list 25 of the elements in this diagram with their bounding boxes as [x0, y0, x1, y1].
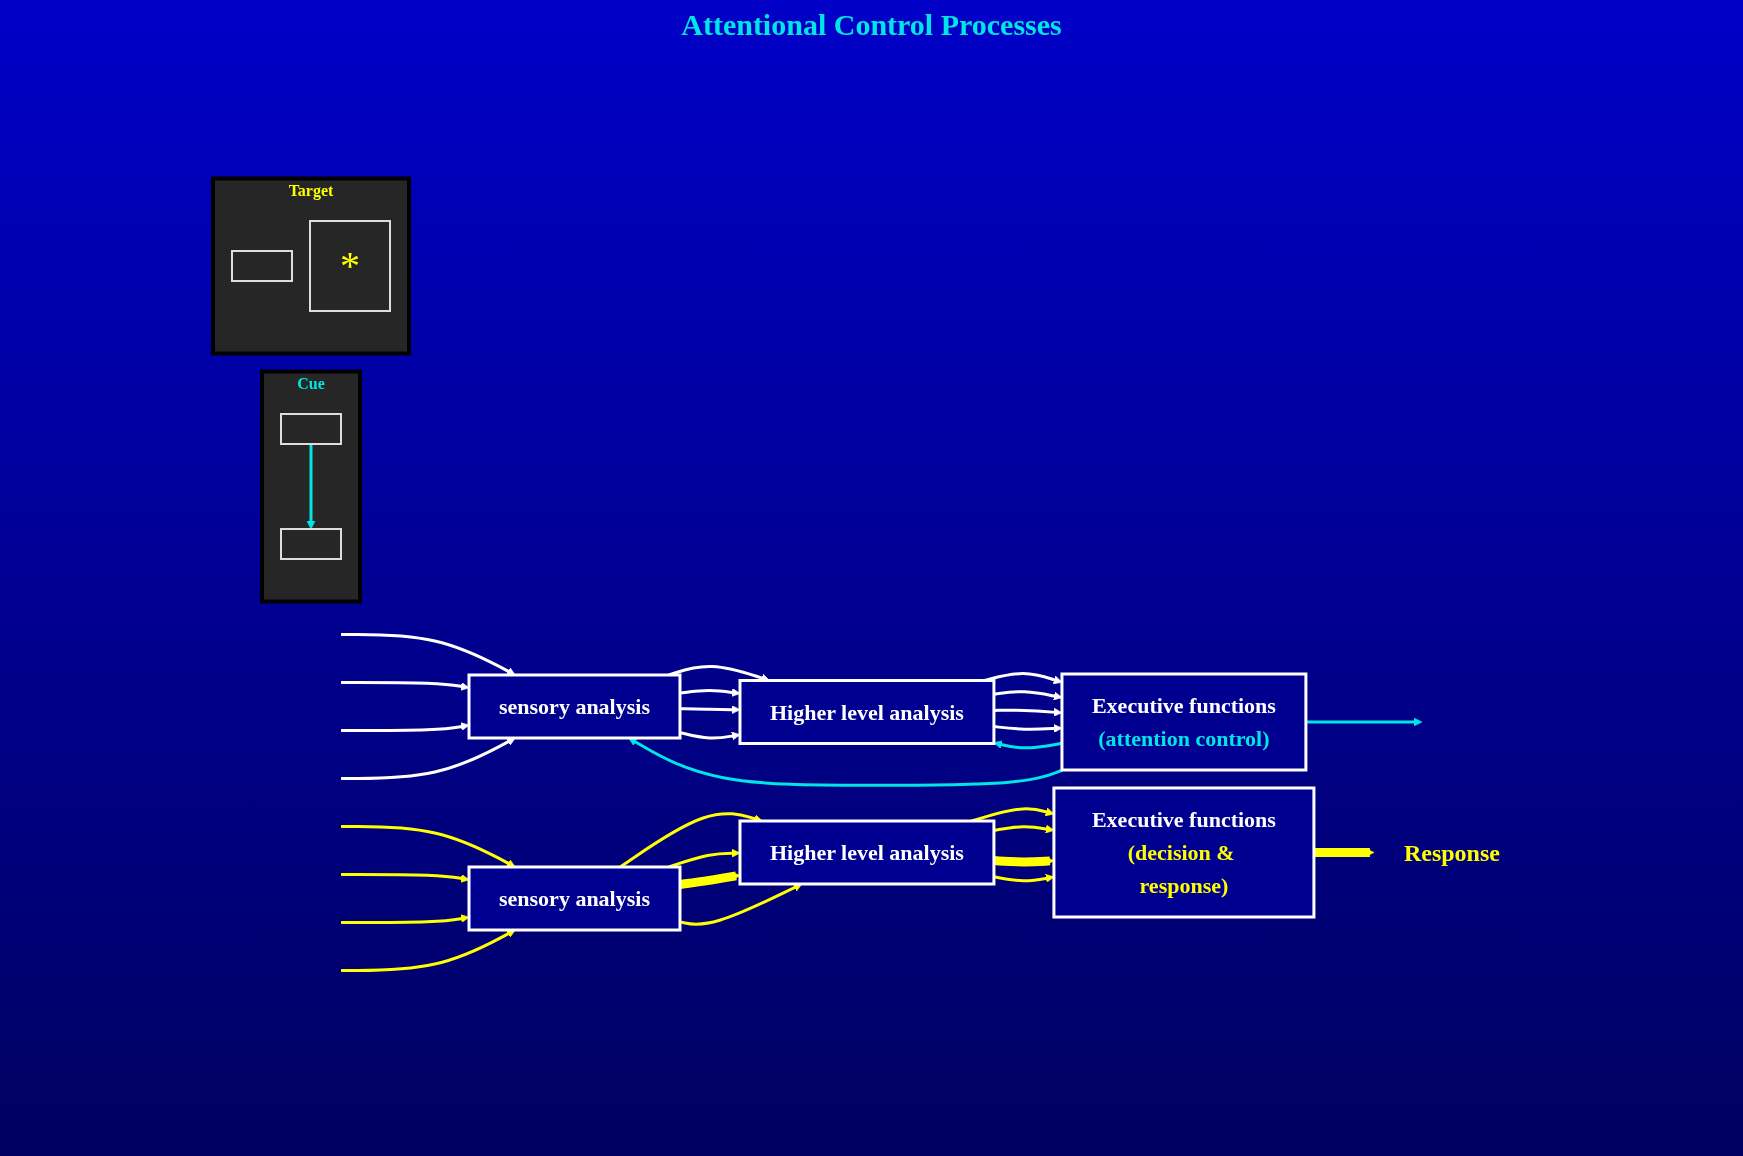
node-box — [280, 528, 343, 560]
node-text: Response — [1403, 839, 1500, 866]
arrow — [306, 444, 316, 530]
node-box: * — [309, 220, 392, 312]
node-box: sensory analysis — [467, 865, 682, 932]
arrow — [341, 873, 470, 883]
node-box — [231, 250, 294, 282]
heading-label: Attentional Control Processes — [681, 8, 1062, 41]
node-box — [280, 413, 343, 445]
arrow — [1305, 717, 1423, 727]
arrow — [668, 848, 741, 869]
arrow — [1313, 848, 1375, 857]
arrow — [341, 681, 470, 691]
cluster: Cue — [260, 369, 363, 604]
node-box: Higher level analysis — [738, 679, 996, 745]
arrow — [341, 633, 516, 676]
arrow — [341, 722, 470, 732]
node-box: Higher level analysis — [738, 819, 996, 886]
arrow — [341, 914, 470, 924]
arrow — [619, 812, 763, 869]
arrow — [341, 825, 516, 868]
node-box: Executive functions (decision & response) — [1052, 786, 1316, 919]
arrow — [680, 705, 741, 715]
node-box: sensory analysis — [467, 673, 682, 740]
node-box: Executive functions (attention control) — [1060, 672, 1308, 772]
